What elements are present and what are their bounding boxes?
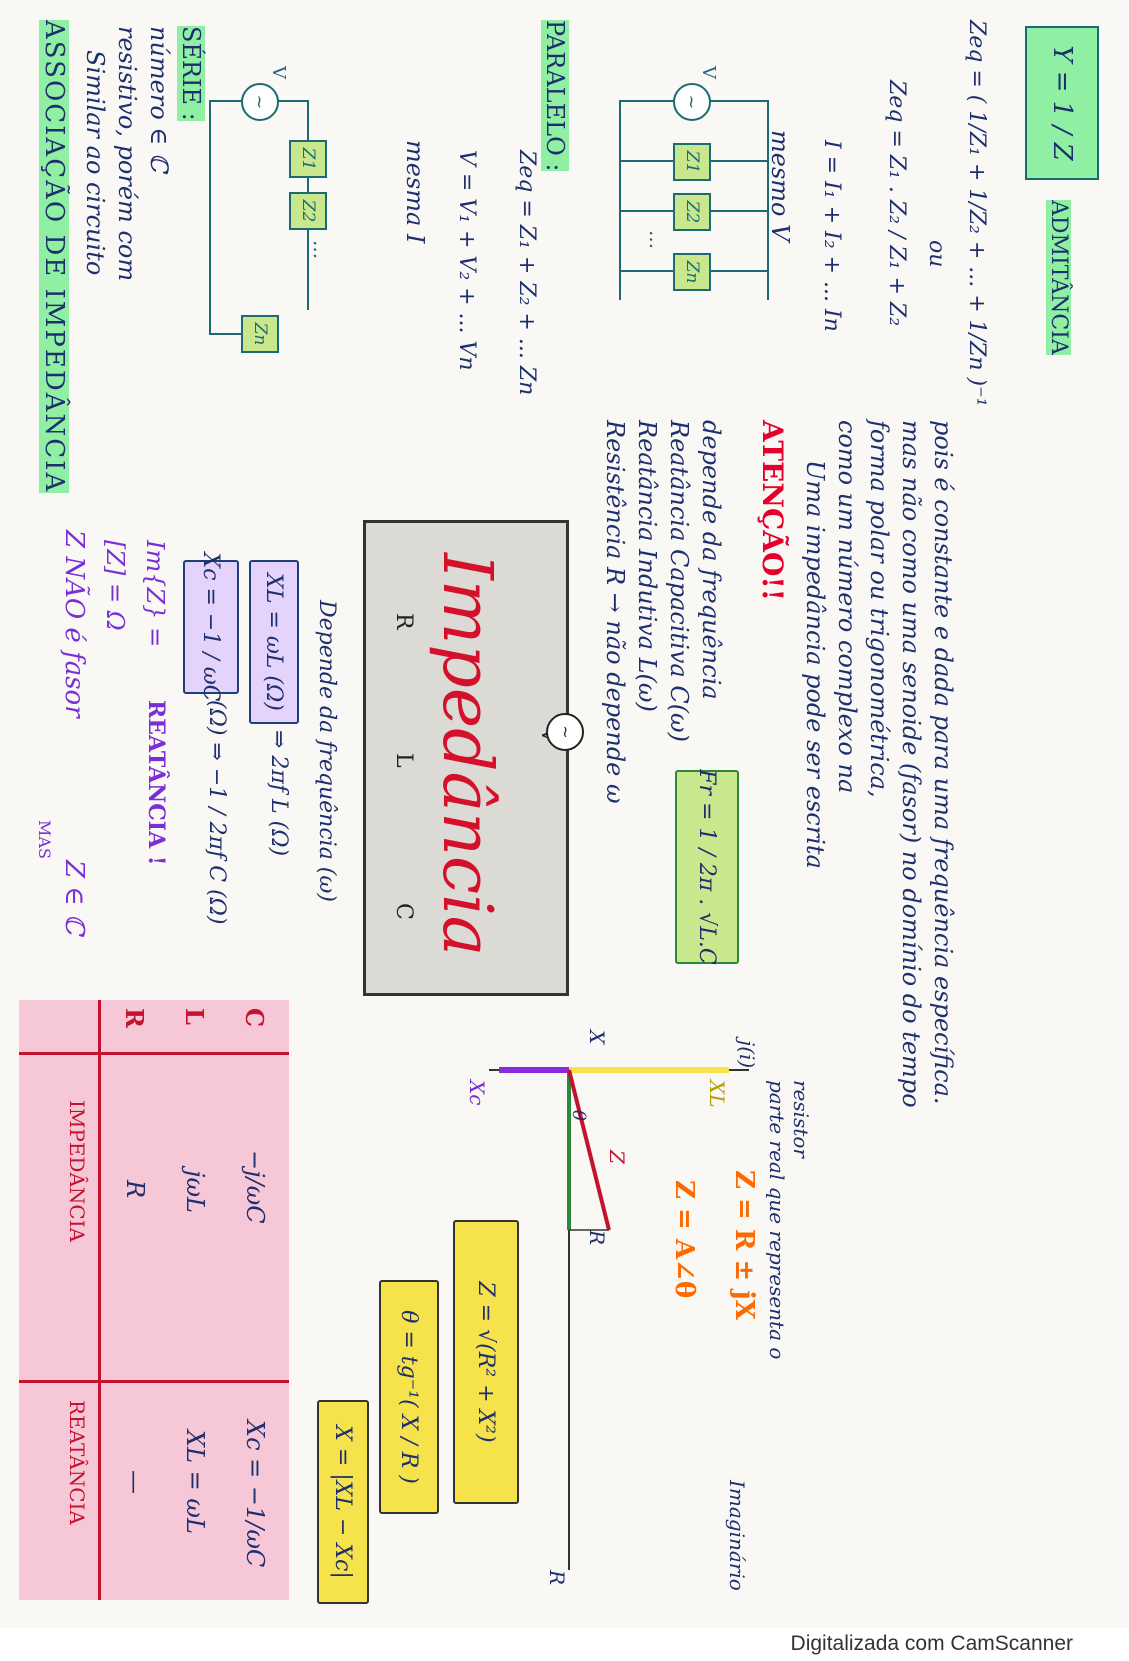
- footer: Digitalizada com CamScanner: [0, 1628, 1129, 1661]
- series-source-label: V: [268, 66, 289, 79]
- intro-line-2: resistivo, porém com: [113, 26, 141, 281]
- im-z: Im{Z} =: [141, 540, 169, 647]
- resistencia-line-3: Reatância Capacitiva C(ω): [665, 420, 693, 742]
- atencao-line-4: mas não como uma senoide (fasor) no domí…: [897, 420, 925, 1108]
- admitancia-box: Y = 1 / Z: [1025, 26, 1099, 180]
- associacao-title: ASSOCIAÇÃO DE IMPEDÂNCIA: [39, 20, 69, 493]
- atencao-title: ATENÇÃO!!: [756, 420, 789, 601]
- z-in-c: Z ∈ ℂ: [59, 860, 89, 935]
- table-col-reatancia: REATÂNCIA: [65, 1400, 89, 1525]
- theta-box: θ = tg⁻¹( X / R ): [379, 1280, 439, 1514]
- parallel-zeq-general: Zeq = ( 1/Z₁ + 1/Z₂ + ... + 1/Zn )⁻¹: [964, 20, 989, 407]
- axis-im-label: j(i): [735, 1040, 759, 1068]
- x-abs-box: X = |XL − Xc|: [317, 1400, 369, 1604]
- paralelo-label: PARALELO :: [541, 20, 569, 171]
- x-label: X: [585, 1030, 609, 1044]
- table-row-r-reat: —: [121, 1470, 149, 1494]
- series-z1: Z1: [289, 140, 327, 178]
- nao-fasor: Z NÃO é fasor: [59, 530, 89, 718]
- table-row-r-imp: R: [121, 1180, 149, 1198]
- mas-label: MAS: [35, 820, 54, 859]
- box-label-c: C: [391, 903, 416, 920]
- xl-formula-box: XL = ωL (Ω): [249, 560, 299, 724]
- parallel-z2: Z2: [673, 193, 711, 231]
- impedance-table: IMPEDÂNCIA REATÂNCIA R R — L jωL XL = ωL…: [19, 1000, 289, 1600]
- z-vector-label: Z: [605, 1150, 629, 1164]
- parallel-z1: Z1: [673, 143, 711, 181]
- xc-unit: (Ω) ⇒ −1 / 2πf C (Ω): [204, 700, 229, 924]
- theta-formula: θ = tg⁻¹( X / R ): [397, 1310, 422, 1484]
- table-row-l-el: L: [180, 1008, 209, 1025]
- z-unit: [Z] = Ω: [101, 540, 129, 631]
- reatancia-label: REATÂNCIA !: [143, 700, 169, 865]
- parallel-circuit: ~ V Z1 Z2 ... Zn: [619, 80, 769, 300]
- admitancia-label: ADMITÂNCIA: [1046, 200, 1071, 355]
- parallel-source-label: V: [698, 66, 719, 79]
- series-z-eq: Zeq = Z₁ + Z₂ + ... Zn: [514, 150, 539, 395]
- series-v-eq: V = V₁ + V₂ + ... Vn: [454, 150, 479, 371]
- box-label-l: L: [391, 753, 416, 768]
- rect-form: Z = R ± jX: [729, 1170, 759, 1320]
- serie-label: SÉRIE :: [177, 26, 205, 121]
- table-row-l-reat: XL = ωL: [181, 1430, 209, 1534]
- fr-box: Fr = 1 / 2π . √L.C: [675, 770, 739, 964]
- series-mesma-i: mesma I: [401, 140, 429, 243]
- series-zn: Zn: [241, 315, 279, 353]
- ac-source-icon: ~: [241, 83, 279, 121]
- imaginario-label: Imaginário: [725, 1480, 749, 1591]
- ac-source-icon: ~: [673, 83, 711, 121]
- table-row-l-imp: jωL: [181, 1170, 209, 1213]
- table-row-r-el: R: [120, 1008, 149, 1028]
- parallel-ou: ou: [924, 240, 949, 267]
- atencao-line-5: pois é constante e dada para uma frequên…: [929, 420, 957, 1105]
- series-dots: ...: [309, 240, 333, 259]
- fr-formula: Fr = 1 / 2π . √L.C: [695, 769, 720, 965]
- xl-unit: ⇒ 2πf L (Ω): [266, 730, 291, 856]
- intro-line-1: Similar ao circuito: [81, 50, 109, 275]
- series-z2: Z2: [289, 192, 327, 230]
- table-row-c-el: C: [240, 1008, 269, 1027]
- intro-line-3: número ∈ ℂ: [145, 26, 173, 172]
- table-row-c-imp: −j/ωC: [241, 1150, 269, 1224]
- parallel-dots: ...: [645, 230, 669, 249]
- theta-label: θ: [568, 1110, 589, 1121]
- resistor-label: resistor: [789, 1080, 813, 1158]
- xc-axis-label: Xc: [465, 1080, 489, 1105]
- impedancia-title: Impedância: [427, 553, 506, 956]
- axis-re-label: R: [545, 1570, 569, 1585]
- atencao-line-3: forma polar ou trigonométrica,: [865, 420, 893, 798]
- parte-real-label: parte real que representa o: [765, 1080, 789, 1359]
- xl-formula: XL = ωL (Ω): [262, 573, 287, 711]
- camscanner-watermark: Digitalizada com CamScanner: [791, 1632, 1073, 1656]
- resistencia-line-4: depende da frequência: [697, 420, 725, 700]
- resistencia-line-1: Resistência R → não depende ω: [601, 420, 629, 804]
- impedancia-box: Impedância R L C V ~: [363, 520, 569, 996]
- r-label: R: [585, 1230, 609, 1245]
- box-label-r: R: [391, 613, 416, 630]
- parallel-i-eq: I = I₁ + I₂ + ... In: [819, 140, 844, 332]
- xl-axis-label: XL: [705, 1080, 729, 1108]
- parallel-zn: Zn: [673, 253, 711, 291]
- table-col-impedancia: IMPEDÂNCIA: [65, 1100, 89, 1242]
- parallel-mesmo-v: mesmo V: [766, 130, 794, 241]
- depende-frequencia: Depende da frequência (ω): [314, 600, 339, 902]
- polar-form: Z = A∠θ: [669, 1180, 699, 1298]
- atencao-line-2: como um número complexo na: [833, 420, 861, 793]
- admitancia-formula: Y = 1 / Z: [1047, 45, 1077, 160]
- resistencia-line-2: Reatância Indutiva L(ω): [633, 420, 661, 712]
- atencao-line-1: Uma impedância pode ser escrita: [801, 460, 829, 869]
- series-circuit: ~ V Z1 Z2 ... Zn: [209, 80, 309, 340]
- xc-formula-box: Xc = −1 / ωC: [183, 560, 239, 694]
- ac-source-icon: ~: [546, 713, 584, 751]
- parallel-zeq-two: Zeq = Z₁ . Z₂ / Z₁ + Z₂: [884, 80, 909, 326]
- x-abs-formula: X = |XL − Xc|: [331, 1425, 356, 1579]
- table-row-c-reat: Xc = −1/ωC: [241, 1420, 269, 1567]
- xc-formula: Xc = −1 / ωC: [199, 553, 224, 702]
